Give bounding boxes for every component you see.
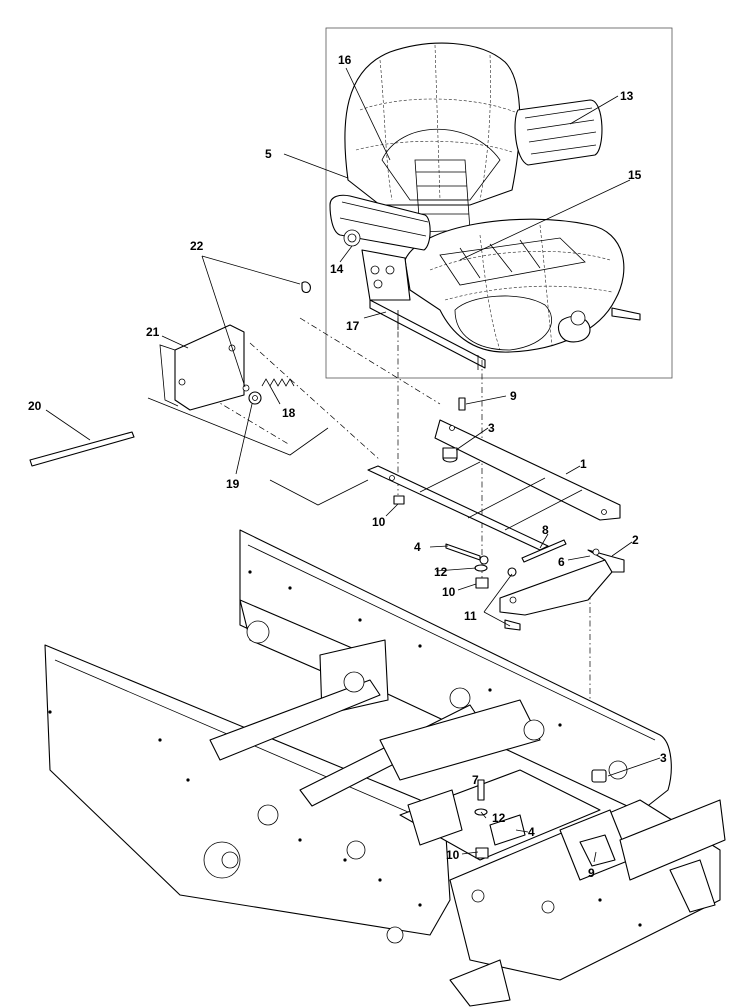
- seat-assembly: [325, 27, 673, 379]
- bolt-8: [521, 539, 567, 563]
- callout-12: 12: [434, 565, 448, 579]
- callout-9: 9: [510, 389, 517, 403]
- callout-3: 3: [488, 421, 495, 435]
- seat-suspension-base: [361, 249, 486, 370]
- seat-inset-frame: [325, 27, 673, 379]
- nut-11: [507, 567, 517, 577]
- callout-19: 19: [226, 477, 240, 491]
- right-armrest: [514, 99, 603, 166]
- right-side-plate: [239, 529, 672, 813]
- callout-4: 4: [414, 540, 421, 554]
- callout-17: 17: [346, 319, 360, 333]
- nut-10-b: [475, 577, 489, 589]
- callout-9: 9: [588, 866, 595, 880]
- callout-7: 7: [472, 773, 479, 787]
- callout-10: 10: [442, 585, 456, 599]
- callout-14: 14: [330, 262, 344, 276]
- callout-16: 16: [338, 53, 352, 67]
- seat-backrest: [344, 42, 521, 206]
- rubber-bumper-lower: [591, 769, 607, 783]
- seat-spring: [261, 378, 295, 387]
- callout-10: 10: [372, 515, 386, 529]
- seat-slide-lever: [611, 307, 641, 321]
- nut-10-a: [393, 495, 405, 505]
- left-armrest: [329, 194, 431, 251]
- callout-labels: 1 2 3 3 4 4 5 6 7 8 9 9 10 10 10 11 12 1…: [28, 53, 667, 880]
- callout-5: 5: [265, 147, 272, 161]
- mower-chassis: [44, 529, 726, 1007]
- seat-mount-frame: [367, 419, 621, 551]
- seat-cushion: [404, 218, 625, 353]
- callout-15: 15: [628, 168, 642, 182]
- cross-member-rear: [379, 699, 541, 781]
- bolt-7: [477, 779, 485, 801]
- pin-4: [445, 543, 481, 561]
- callout-11: 11: [464, 609, 477, 623]
- spacer-washer: [248, 391, 262, 405]
- washer-12: [474, 564, 488, 572]
- seat-rod: [29, 431, 135, 467]
- callout-10: 10: [446, 848, 460, 862]
- callout-leaders: [45, 67, 661, 863]
- cross-member-mid: [209, 679, 381, 761]
- callout-6: 6: [558, 555, 565, 569]
- latch-9-lower: [579, 834, 616, 867]
- callout-1: 1: [580, 457, 587, 471]
- clip-22: [301, 281, 311, 293]
- bolt-9-top: [458, 397, 466, 411]
- hinge-bracket: [499, 548, 625, 631]
- seat-switch-bracket: [159, 324, 250, 411]
- callout-20: 20: [28, 399, 42, 413]
- callout-4: 4: [528, 825, 535, 839]
- callout-8: 8: [542, 523, 549, 537]
- callout-3: 3: [660, 751, 667, 765]
- callout-18: 18: [282, 406, 296, 420]
- callout-12: 12: [492, 811, 506, 825]
- callout-21: 21: [146, 325, 160, 339]
- callout-13: 13: [620, 89, 634, 103]
- bushing-11: [504, 619, 521, 631]
- callout-2: 2: [632, 533, 639, 547]
- pin-4-lower: [489, 814, 526, 846]
- callout-22: 22: [190, 239, 204, 253]
